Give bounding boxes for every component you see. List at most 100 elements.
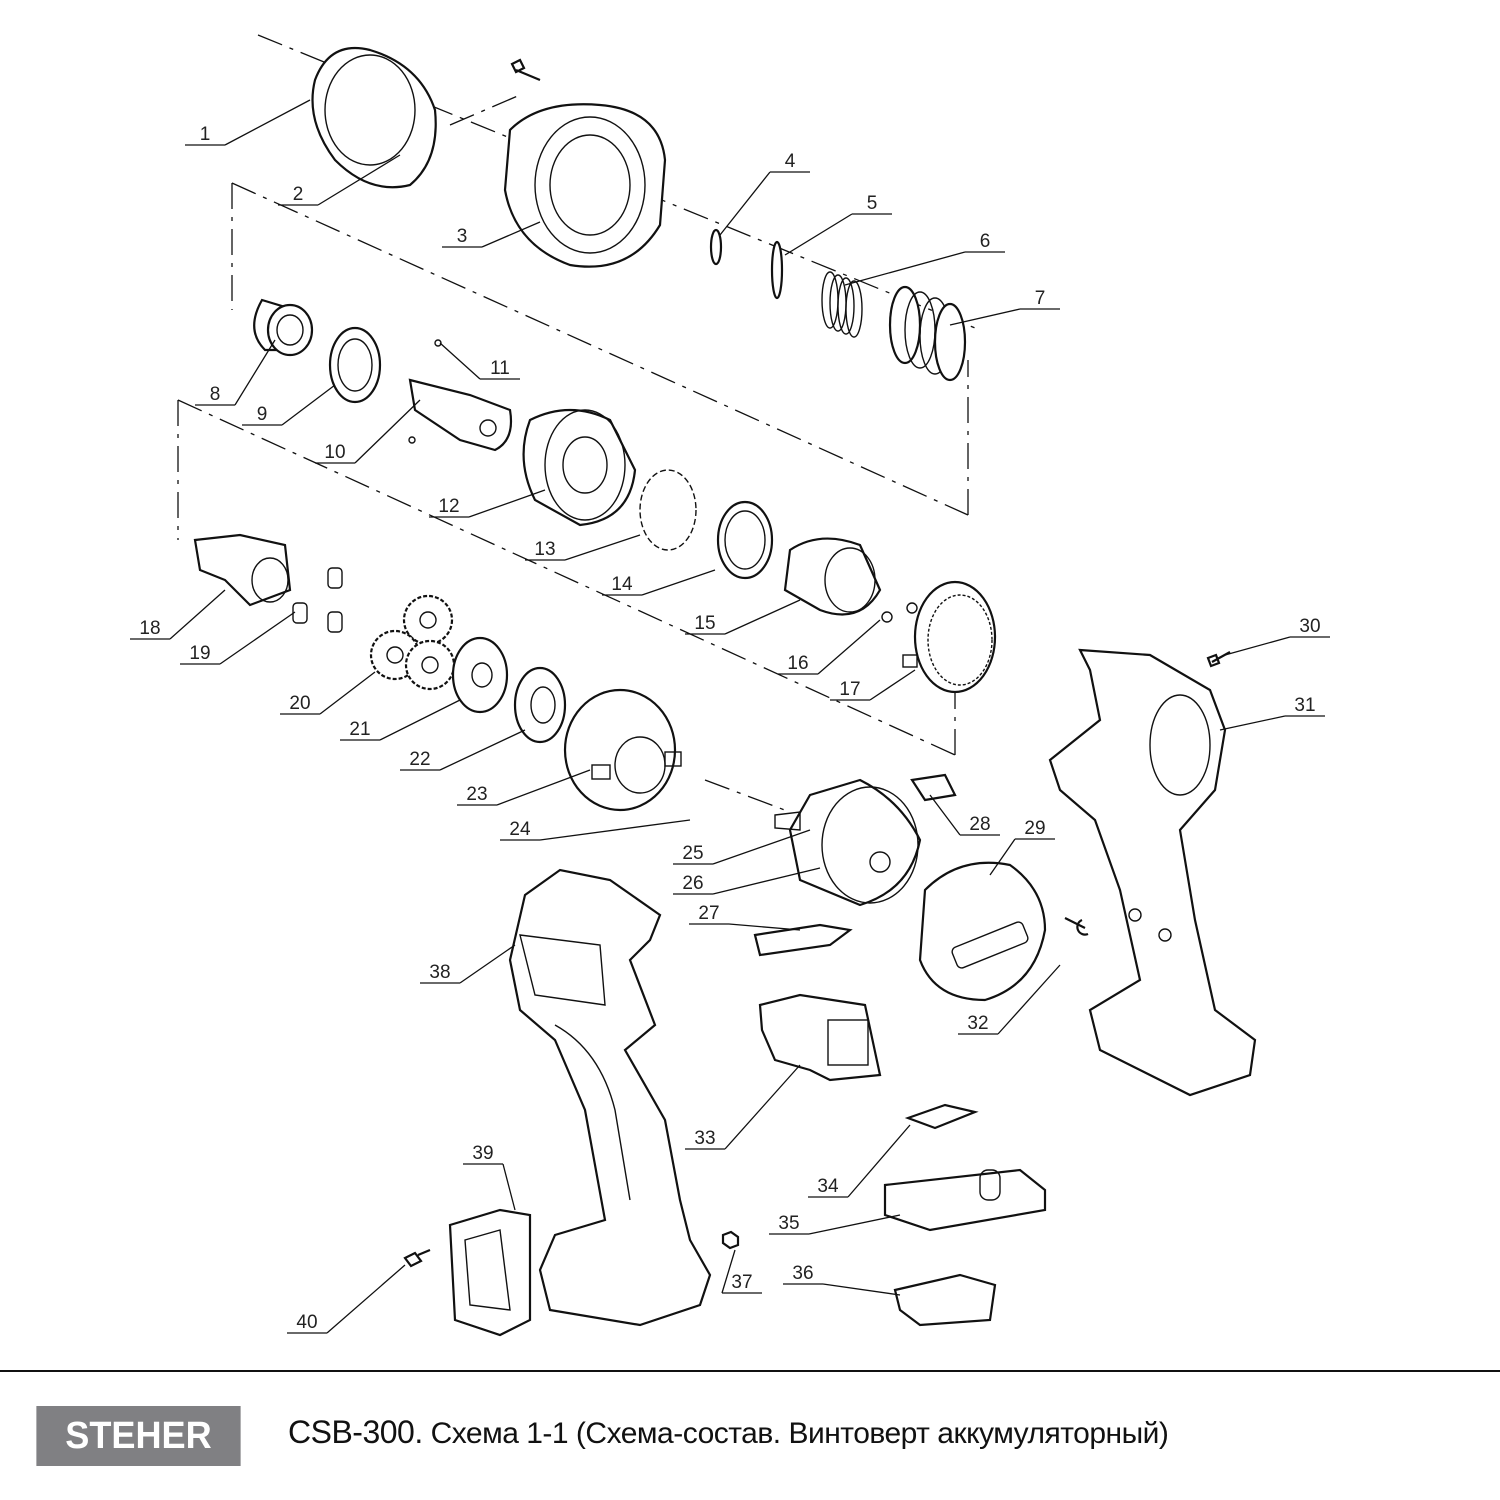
callout-23: 23 <box>466 784 487 805</box>
leader-line-36 <box>783 1283 901 1296</box>
part-22-bearing <box>513 666 567 744</box>
leader-line-16 <box>778 619 881 675</box>
leader-line-20 <box>280 671 376 715</box>
leader-line-1 <box>185 99 311 146</box>
part-40-screw <box>403 1248 431 1268</box>
callout-29: 29 <box>1024 818 1045 839</box>
callout-16: 16 <box>787 653 808 674</box>
part-8-bushing <box>253 298 314 357</box>
callout-39: 39 <box>472 1143 493 1164</box>
part-15-carrier <box>783 537 882 616</box>
callout-25: 25 <box>682 843 703 864</box>
callout-4: 4 <box>785 151 796 172</box>
part-21-washer <box>451 636 509 714</box>
part-6-spring <box>821 271 863 338</box>
part-9-washer <box>328 326 382 404</box>
diagram-description: Схема 1-1 (Схема-состав. Винтоверт аккум… <box>430 1417 1169 1450</box>
part-7-spring <box>888 285 967 382</box>
callout-5: 5 <box>867 193 878 214</box>
leader-line-31 <box>1219 715 1325 731</box>
callout-22: 22 <box>409 749 430 770</box>
part-36-battery-terminal <box>893 1273 997 1327</box>
part-16-ball <box>881 602 918 623</box>
brand-name: STEHER <box>65 1415 212 1457</box>
callout-37: 37 <box>731 1272 752 1293</box>
part-10-spindle <box>408 378 513 452</box>
callout-6: 6 <box>980 231 991 252</box>
callout-40: 40 <box>296 1312 317 1333</box>
leader-line-32 <box>958 964 1061 1035</box>
part-12-hammer <box>522 408 637 527</box>
callout-18: 18 <box>139 618 160 639</box>
part-4-clip <box>709 228 723 266</box>
leader-line-38 <box>420 944 516 984</box>
leader-line-34 <box>808 1124 911 1198</box>
leader-line-28 <box>929 794 1000 836</box>
callout-26: 26 <box>682 873 703 894</box>
leader-line-23 <box>457 769 591 806</box>
callout-30: 30 <box>1299 616 1320 637</box>
part-13-balls <box>639 469 697 551</box>
part-29-motor-cover: BRUSHLESS <box>918 861 1047 1002</box>
model-number: CSB-300. <box>288 1414 423 1450</box>
leader-line-12 <box>429 489 546 518</box>
callout-7: 7 <box>1035 288 1046 309</box>
part-18-anvil <box>193 533 292 607</box>
part-14-washer <box>716 500 774 580</box>
steher-logo: STEHER <box>36 1406 241 1466</box>
leader-line-35 <box>769 1214 901 1235</box>
callout-28: 28 <box>969 814 990 835</box>
callout-34: 34 <box>817 1176 839 1197</box>
leader-line-26 <box>673 867 821 895</box>
leader-line-6 <box>844 251 1005 286</box>
leader-line-25 <box>673 829 811 865</box>
callout-20: 20 <box>289 693 310 714</box>
leader-line-15 <box>685 599 801 635</box>
callout-21: 21 <box>349 719 370 740</box>
callout-27: 27 <box>698 903 719 924</box>
callout-38: 38 <box>429 962 450 983</box>
leader-line-21 <box>340 699 461 741</box>
part-1-nose-cap <box>311 46 437 189</box>
part-35-control-board <box>883 1168 1047 1232</box>
leader-line-30 <box>1224 636 1330 656</box>
callout-leaders <box>130 99 1330 1334</box>
part-25-26-motor <box>774 778 922 907</box>
callout-35: 35 <box>778 1213 799 1234</box>
callout-9: 9 <box>257 404 268 425</box>
footer-divider <box>0 1370 1500 1372</box>
callout-33: 33 <box>694 1128 715 1149</box>
part-28-pad <box>910 773 957 802</box>
leader-line-24 <box>500 819 691 841</box>
callout-12: 12 <box>438 496 459 517</box>
leader-line-17 <box>830 669 916 701</box>
leader-line-11 <box>439 342 520 380</box>
callout-24: 24 <box>509 819 531 840</box>
callout-labels: 1234567891011121314151617181920212223242… <box>139 124 1320 1333</box>
leader-line-7 <box>949 308 1060 326</box>
leader-line-2 <box>278 154 401 206</box>
callout-1: 1 <box>200 124 211 145</box>
callout-13: 13 <box>534 539 555 560</box>
callout-14: 14 <box>611 574 633 595</box>
part-3-hammer-case <box>503 103 667 268</box>
leader-line-18 <box>130 589 226 640</box>
callout-19: 19 <box>189 643 210 664</box>
callout-15: 15 <box>694 613 715 634</box>
part-19-pins <box>292 567 343 633</box>
diagram-caption: CSB-300. Схема 1-1 (Схема-состав. Винтов… <box>288 1414 1169 1451</box>
leader-line-10 <box>315 399 421 464</box>
part-2-screw <box>510 58 541 82</box>
part-23-gear-housing <box>563 688 682 812</box>
part-34-button <box>904 1103 979 1130</box>
leader-line-33 <box>685 1064 801 1150</box>
callout-17: 17 <box>839 679 860 700</box>
part-5-washer <box>770 240 784 300</box>
leader-line-22 <box>400 729 526 771</box>
exploded-parts-diagram: BRUSHLESS 123456789101112131415161718192… <box>130 34 1330 1337</box>
part-11-ball <box>408 339 442 444</box>
callout-11: 11 <box>490 358 510 379</box>
leader-line-5 <box>784 213 892 256</box>
leader-line-19 <box>180 611 296 665</box>
leader-line-37 <box>721 1249 762 1294</box>
